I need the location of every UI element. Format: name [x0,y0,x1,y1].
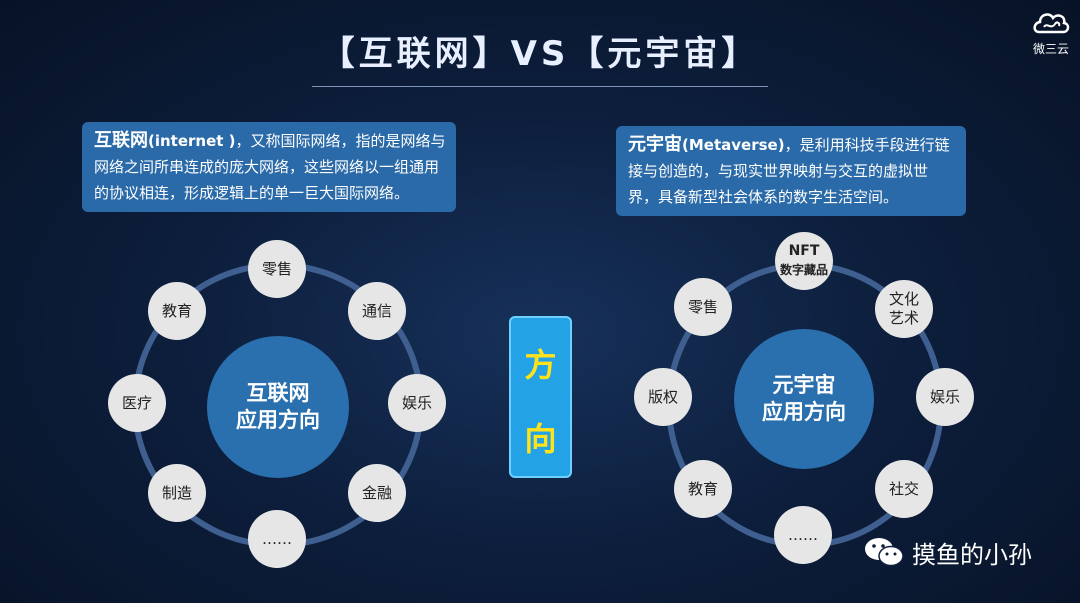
metaverse-node-entertainment: 娱乐 [916,368,974,426]
direction-box: 方 向 [509,316,572,478]
metaverse-node-education: 教育 [674,460,732,518]
cloud-logo-icon [1033,13,1070,34]
internet-node-communication: 通信 [348,282,406,340]
internet-node-education: 教育 [148,282,206,340]
metaverse-term: 元宇宙 [628,134,682,155]
internet-desc-text: ，又称国际网络，指的是网络与网络之间所串连成的庞大网络，这些网络以一组通用的协议… [94,132,446,202]
internet-node-retail: 零售 [248,240,306,298]
culture-line2: 艺术 [888,309,919,327]
internet-node-entertainment: 娱乐 [388,374,446,432]
metaverse-hub-line1: 元宇宙 [772,373,836,397]
metaverse-node-social: 社交 [875,460,933,518]
internet-term-en: (internet ) [148,132,236,150]
metaverse-description: 元宇宙(Metaverse)，是利用科技手段进行链接与创造的，与现实世界映射与交… [616,126,966,216]
logo-text: 微三云 [1032,42,1069,56]
internet-hub-line1: 互联网 [246,381,310,405]
nft-label: NFT [788,243,820,259]
page-title: 【互联网】VS【元宇宙】 [320,34,760,74]
metaverse-node-nft: NFT 数字藏品 [775,232,833,290]
metaverse-term-en: (Metaverse) [682,136,785,154]
internet-description: 互联网(internet )，又称国际网络，指的是网络与网络之间所串连成的庞大网… [82,122,456,212]
title-divider [312,86,768,87]
internet-node-ellipsis: …… [248,510,306,568]
watermark-text: 摸鱼的小孙 [912,540,1032,569]
metaverse-node-retail: 零售 [674,278,732,336]
metaverse-hub: 元宇宙 应用方向 [734,329,874,469]
nft-sublabel: 数字藏品 [779,263,828,277]
metaverse-node-ellipsis: …… [774,506,832,564]
internet-node-finance: 金融 [348,464,406,522]
metaverse-node-copyright: 版权 [634,368,692,426]
metaverse-desc-text: ，是利用科技手段进行链接与创造的，与现实世界映射与交互的虚拟世界，具备新型社会体… [628,136,950,206]
wechat-icon [865,538,904,567]
metaverse-hub-line2: 应用方向 [762,400,846,424]
internet-hub: 互联网 应用方向 [207,336,349,478]
watermark: 摸鱼的小孙 [862,534,1032,570]
direction-char-1: 方 [524,346,557,384]
brand-logo: 微三云 [1026,6,1076,57]
culture-line1: 文化 [888,290,919,308]
internet-node-medical: 医疗 [108,374,166,432]
internet-node-manufacturing: 制造 [148,464,206,522]
internet-hub-line2: 应用方向 [236,408,320,432]
metaverse-node-culture-art: 文化 艺术 [875,280,933,338]
direction-char-2: 向 [524,420,557,458]
internet-term: 互联网 [94,130,148,151]
